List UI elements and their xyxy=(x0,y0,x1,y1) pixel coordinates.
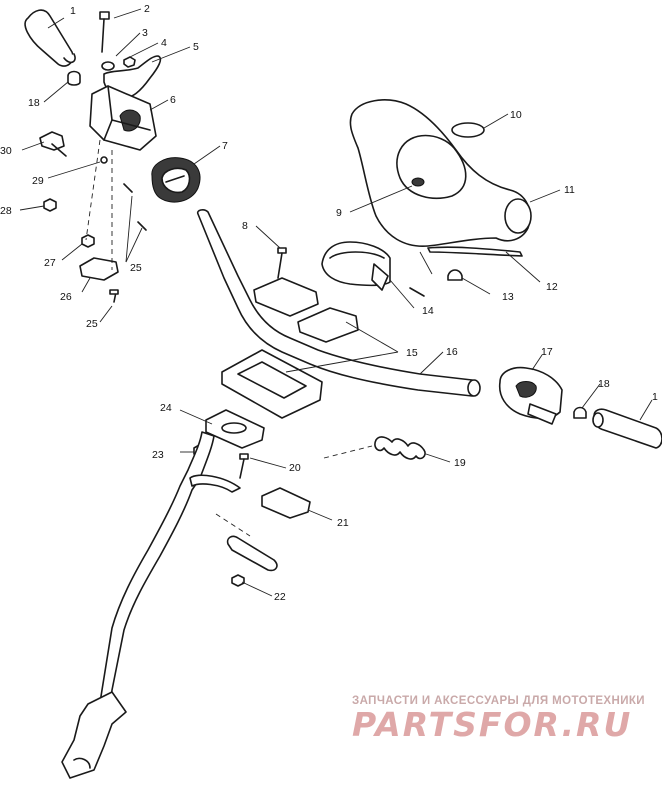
callout-30: 30 xyxy=(0,145,12,157)
callout-7: 7 xyxy=(222,140,228,152)
part-throttle-housing-6 xyxy=(89,85,157,151)
callout-19: 19 xyxy=(454,457,466,469)
callout-labels: 1 2 3 4 5 18 6 30 7 29 28 27 25 26 25 8 … xyxy=(0,3,658,603)
callout-14: 14 xyxy=(422,305,434,317)
part-nut-27 xyxy=(81,234,95,248)
callout-24: 24 xyxy=(160,402,172,414)
callout-5: 5 xyxy=(193,41,199,53)
callout-1-right: 1 xyxy=(652,391,658,403)
callout-11: 11 xyxy=(564,184,575,196)
part-right-grip xyxy=(592,408,662,449)
part-cap-18-left xyxy=(67,70,81,86)
part-strip-12 xyxy=(427,246,523,257)
part-switch-ring-7 xyxy=(151,157,201,203)
callout-15: 15 xyxy=(406,347,418,359)
callout-28: 28 xyxy=(0,205,12,217)
part-steering-column xyxy=(61,431,241,779)
part-upper-clamps xyxy=(253,277,359,343)
part-seal-10 xyxy=(451,122,485,138)
callout-21: 21 xyxy=(337,517,349,529)
callout-18-left: 18 xyxy=(28,97,40,109)
callout-17: 17 xyxy=(541,346,553,358)
part-left-grip xyxy=(24,9,76,67)
callout-12: 12 xyxy=(546,281,558,293)
callout-13: 13 xyxy=(502,291,514,303)
part-cap-18-right xyxy=(573,406,587,419)
assembly-line-14 xyxy=(419,251,433,275)
part-plate-26 xyxy=(79,257,119,281)
part-pod-cover-9 xyxy=(349,99,532,247)
callout-22: 22 xyxy=(274,591,286,603)
watermark: ЗАПЧАСТИ И АКСЕССУАРЫ ДЛЯ МОТОТЕХНИКИ PA… xyxy=(352,695,645,744)
part-screw-29 xyxy=(100,156,108,164)
callout-26: 26 xyxy=(60,291,72,303)
callout-20: 20 xyxy=(289,462,301,474)
watermark-subtitle: ЗАПЧАСТИ И АКСЕССУАРЫ ДЛЯ МОТОТЕХНИКИ xyxy=(352,695,645,707)
part-switch-housing-17 xyxy=(498,366,563,425)
callout-25-a: 25 xyxy=(130,262,142,274)
part-bolt-8 xyxy=(277,247,287,279)
callout-25-b: 25 xyxy=(86,318,98,330)
part-handlebar-16 xyxy=(196,209,481,397)
part-cap-13 xyxy=(447,269,463,281)
part-bolt-2 xyxy=(99,11,110,53)
part-clamp-30 xyxy=(39,131,67,157)
part-lower-clamp-base xyxy=(221,349,323,419)
part-mount-plate-24 xyxy=(205,409,265,449)
callout-29: 29 xyxy=(32,175,44,187)
part-nut-4 xyxy=(123,56,136,68)
leader-lines xyxy=(19,8,653,597)
part-switch-body-14 xyxy=(321,241,425,297)
part-nut-28 xyxy=(43,198,57,212)
part-spring-19 xyxy=(323,436,426,460)
part-bracket-21 xyxy=(261,487,311,519)
callout-9: 9 xyxy=(336,207,342,219)
callout-4: 4 xyxy=(161,37,167,49)
part-bolt-20 xyxy=(239,453,249,479)
watermark-brand: PARTSFOR.RU xyxy=(352,705,632,744)
callout-8: 8 xyxy=(242,220,248,232)
callout-10: 10 xyxy=(510,109,522,121)
part-washer-3 xyxy=(101,61,115,71)
callout-16: 16 xyxy=(446,346,458,358)
callout-1-top: 1 xyxy=(70,5,76,17)
callout-18-right: 18 xyxy=(598,378,610,390)
callout-3: 3 xyxy=(142,27,148,39)
part-screws-25 xyxy=(109,183,147,303)
callout-6: 6 xyxy=(170,94,176,106)
callout-27: 27 xyxy=(44,257,56,269)
callout-2: 2 xyxy=(144,3,150,15)
callout-23: 23 xyxy=(152,449,164,461)
part-sleeve-22 xyxy=(215,513,278,587)
assembly-line-left-1 xyxy=(85,139,101,241)
